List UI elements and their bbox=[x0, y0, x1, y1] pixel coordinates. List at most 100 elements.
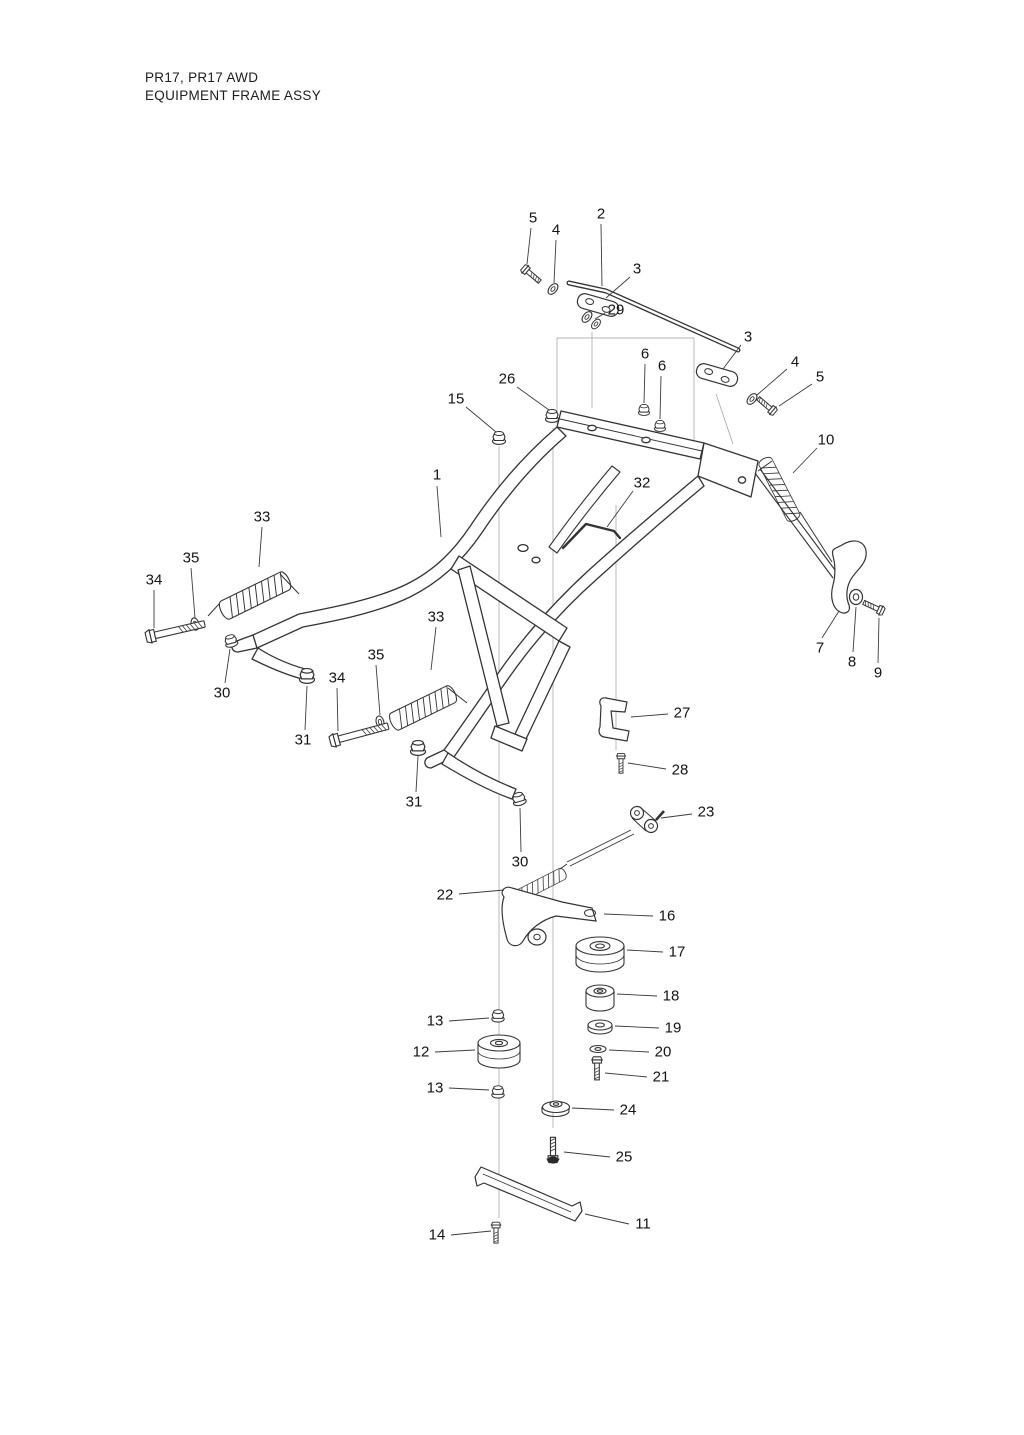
part-number-15: 15 bbox=[448, 391, 465, 408]
part-32-rod bbox=[561, 522, 622, 550]
callout-leader-5 bbox=[526, 227, 532, 265]
frame-v-apex-plate bbox=[490, 725, 528, 752]
lift-lever-7 bbox=[831, 540, 867, 614]
part-number-32: 32 bbox=[634, 475, 651, 492]
washer-19 bbox=[587, 1019, 613, 1035]
callout-leader-13 bbox=[448, 1087, 490, 1091]
callout-leader-2 bbox=[600, 223, 603, 287]
callout-leader-34 bbox=[336, 687, 339, 732]
bracket-27 bbox=[598, 697, 630, 742]
model-line: PR17, PR17 AWD bbox=[145, 70, 259, 85]
part-number-28: 28 bbox=[672, 762, 689, 779]
left-spring-assemblies bbox=[144, 569, 528, 808]
callout-leader-16 bbox=[603, 913, 654, 917]
callout-leader-15 bbox=[465, 406, 497, 433]
part-number-17: 17 bbox=[669, 944, 686, 961]
callout-leader-32 bbox=[606, 490, 634, 528]
callout-leader-11 bbox=[584, 1213, 630, 1225]
callout-leader-4 bbox=[553, 239, 557, 284]
pulley-18 bbox=[585, 984, 615, 1012]
bolt-5-rear bbox=[754, 394, 779, 417]
part-number-20: 20 bbox=[655, 1044, 672, 1061]
link-23 bbox=[629, 805, 645, 821]
callout-leader-13 bbox=[448, 1017, 490, 1022]
frame-corner-plate bbox=[697, 442, 759, 498]
part-number-31: 31 bbox=[295, 732, 312, 749]
part-number-34: 34 bbox=[329, 670, 346, 687]
callout-leader-28 bbox=[627, 762, 667, 770]
part-number-35: 35 bbox=[183, 550, 200, 567]
spring-10 bbox=[756, 454, 802, 524]
part-number-2: 2 bbox=[597, 206, 605, 223]
callout-leader-26 bbox=[516, 386, 550, 411]
link-bracket-3-rear bbox=[695, 363, 739, 387]
callout-leader-12 bbox=[434, 1049, 476, 1053]
washer-24 bbox=[541, 1100, 571, 1118]
part-number-13: 13 bbox=[427, 1013, 444, 1030]
part-number-3: 3 bbox=[744, 329, 752, 346]
part-number-6: 6 bbox=[658, 358, 666, 375]
callout-leader-20 bbox=[608, 1049, 650, 1053]
callout-leader-23 bbox=[660, 813, 693, 819]
part-number-30: 30 bbox=[214, 685, 231, 702]
support-bracket-11 bbox=[474, 1166, 583, 1222]
frame-fork-right bbox=[424, 749, 455, 769]
part-number-21: 21 bbox=[653, 1069, 670, 1086]
part-number-4: 4 bbox=[791, 354, 799, 371]
pulley-12 bbox=[477, 1034, 521, 1069]
callout-leader-4 bbox=[756, 368, 788, 396]
nut-31-upper bbox=[298, 667, 316, 684]
callout-leader-35 bbox=[375, 664, 381, 716]
part-number-24: 24 bbox=[620, 1102, 637, 1119]
part-number-11: 11 bbox=[635, 1216, 651, 1233]
washer-4-rear bbox=[744, 391, 760, 407]
part-number-25: 25 bbox=[616, 1149, 633, 1166]
frame-mid-tube bbox=[548, 465, 621, 554]
part-number-34: 34 bbox=[146, 572, 163, 589]
part-number-9: 9 bbox=[874, 665, 882, 682]
callout-leader-14 bbox=[450, 1230, 492, 1236]
frame-weldment bbox=[231, 410, 759, 800]
callout-leader-18 bbox=[616, 993, 658, 997]
lift-lever-assembly bbox=[754, 454, 887, 617]
part-number-4: 4 bbox=[552, 222, 560, 239]
part-number-23: 23 bbox=[698, 804, 715, 821]
part-number-22: 22 bbox=[437, 887, 454, 904]
callout-leader-25 bbox=[563, 1151, 611, 1158]
spring-33-lower bbox=[386, 683, 460, 733]
part-number-18: 18 bbox=[663, 988, 680, 1005]
part-number-12: 12 bbox=[413, 1044, 430, 1061]
callout-leader-30 bbox=[224, 648, 231, 684]
bolt-25 bbox=[546, 1136, 560, 1164]
callout-leader-10 bbox=[792, 447, 818, 474]
idler-pulley-stack bbox=[477, 936, 625, 1164]
pin-23 bbox=[655, 810, 665, 821]
callout-leader-29 bbox=[594, 312, 606, 320]
part-number-3: 3 bbox=[633, 261, 641, 278]
part-number-8: 8 bbox=[848, 654, 856, 671]
frame-hole bbox=[737, 476, 747, 484]
nut-6 bbox=[654, 420, 666, 432]
link-bracket-3-front bbox=[576, 293, 620, 317]
callout-leader-33 bbox=[258, 526, 263, 568]
callout-leader-6 bbox=[659, 375, 662, 420]
bolt-30-upper bbox=[222, 632, 240, 649]
frame-hole bbox=[531, 556, 541, 564]
part-number-29: 29 bbox=[608, 302, 625, 319]
callout-leader-5 bbox=[778, 383, 813, 407]
callout-leader-9 bbox=[877, 617, 880, 664]
part-number-16: 16 bbox=[659, 908, 676, 925]
bolt-9 bbox=[861, 597, 887, 617]
frame-hole bbox=[641, 436, 651, 444]
assembly-title: EQUIPMENT FRAME ASSY bbox=[145, 87, 322, 103]
part-number-33: 33 bbox=[428, 609, 445, 626]
nut-31-lower bbox=[409, 739, 427, 756]
callout-leader-3 bbox=[722, 344, 742, 370]
frame-v-brace-left bbox=[457, 565, 510, 727]
callout-leader-35 bbox=[190, 567, 196, 619]
frame-arm-lower bbox=[441, 752, 517, 800]
callout-leader-8 bbox=[852, 606, 857, 653]
